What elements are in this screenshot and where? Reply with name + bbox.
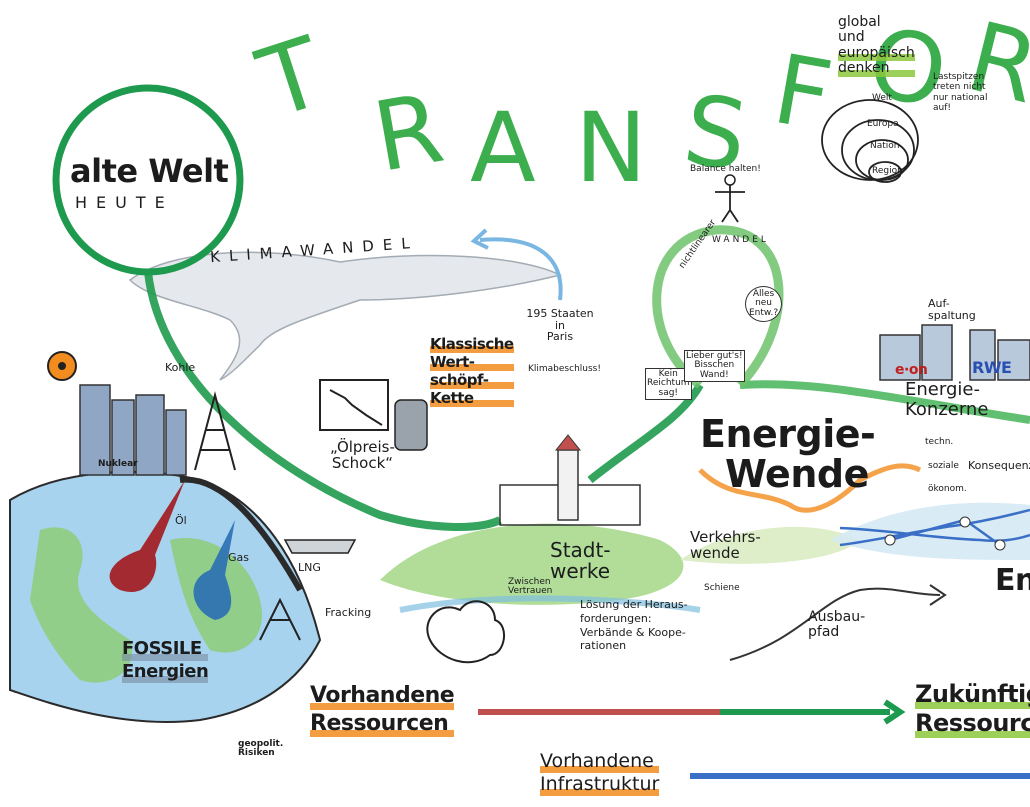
energiekonzerne-label: Energie- Konzerne <box>905 379 989 420</box>
fossile-energien-label: FOSSILE Energien <box>122 638 209 682</box>
oekonom-label: ökonom. <box>928 484 967 494</box>
nuklear-label: Nuklear <box>98 459 138 469</box>
techn-label: techn. <box>925 437 954 447</box>
title-letter: N <box>575 92 647 204</box>
energiewende-label: Energie- Wende <box>700 412 876 496</box>
balance-label: Balance halten! <box>690 164 761 174</box>
zukuenftige-ressourcen-label: Zukünftig Ressourcen <box>915 680 1030 738</box>
nation-label: Nation <box>870 141 900 151</box>
global-label: global und europäisch denken <box>838 14 915 77</box>
wandel-label: WANDEL <box>712 235 769 245</box>
oil-price-chart <box>319 379 389 431</box>
alte-welt-label: alte Welt <box>70 152 229 190</box>
energiewende-swirl <box>698 463 922 513</box>
welt-label: Welt <box>872 93 892 103</box>
region-label: Region <box>872 166 903 176</box>
vorhandene-ressourcen-label: Vorhandene Ressourcen <box>310 683 455 736</box>
protest-sign-1: Kein Reichtum sag! <box>645 368 692 401</box>
speech-bubble: Alles neu Entw.? <box>745 286 783 323</box>
transformation-arc <box>144 271 502 531</box>
eon-logo: e·on <box>895 362 928 378</box>
stadtwerke-label: Stadt- werke <box>550 538 611 583</box>
protest-sign-2: Lieber gut's! Bisschen Wand! <box>684 350 745 383</box>
en-partial-label: En <box>995 563 1030 598</box>
kohle-label: Kohle <box>165 361 196 374</box>
lastspitzen-label: Lastspitzen treten nicht nur national au… <box>933 72 988 114</box>
city-hill <box>380 523 684 605</box>
climate-cloud <box>128 251 563 381</box>
title-letter: A <box>470 92 536 204</box>
grid-network <box>839 508 1030 547</box>
schiene-label: Schiene <box>704 583 740 593</box>
verkehrswende-label: Verkehrs- wende <box>690 528 761 562</box>
gas-label: Gas <box>228 551 249 564</box>
wertschoepfkette-label: Klassische Wert- schöpf- Kette <box>430 335 514 407</box>
oel-label: Öl <box>175 514 187 527</box>
klimabeschluss-label: Klimabeschluss! <box>528 364 601 374</box>
heute-label: HEUTE <box>75 193 174 212</box>
geopolit-risiken-label: geopolit. Risiken <box>238 739 284 759</box>
paris-label: 195 Staaten in Paris <box>526 307 594 344</box>
oelpreisschock-label: „Ölpreis- Schock“ <box>330 438 395 472</box>
ausbau-arrow <box>729 587 941 661</box>
aufspaltung-label: Auf- spaltung <box>928 297 976 322</box>
konsequenz-label: Konsequenz <box>968 459 1030 472</box>
fracking-label: Fracking <box>325 606 372 619</box>
gas-blob <box>193 520 235 620</box>
lng-label: LNG <box>298 561 321 574</box>
rwe-logo: RWE <box>972 358 1012 377</box>
sozial-label: soziale <box>928 461 959 471</box>
oil-barrel <box>394 399 428 451</box>
ausbaupfad-label: Ausbau- pfad <box>808 609 866 640</box>
nonlinear-loop <box>652 225 784 389</box>
paris-arrow <box>479 237 563 301</box>
loesung-label: Lösung der Heraus- forderungen: Verbände… <box>580 598 688 653</box>
vorhandene-infrastruktur-label: Vorhandene Infrastruktur <box>540 750 660 795</box>
europa-label: Europa <box>867 119 899 129</box>
oil-blob <box>109 480 185 592</box>
zwischen-vertrauen-label: Zwischen Vertrauen <box>508 577 553 597</box>
